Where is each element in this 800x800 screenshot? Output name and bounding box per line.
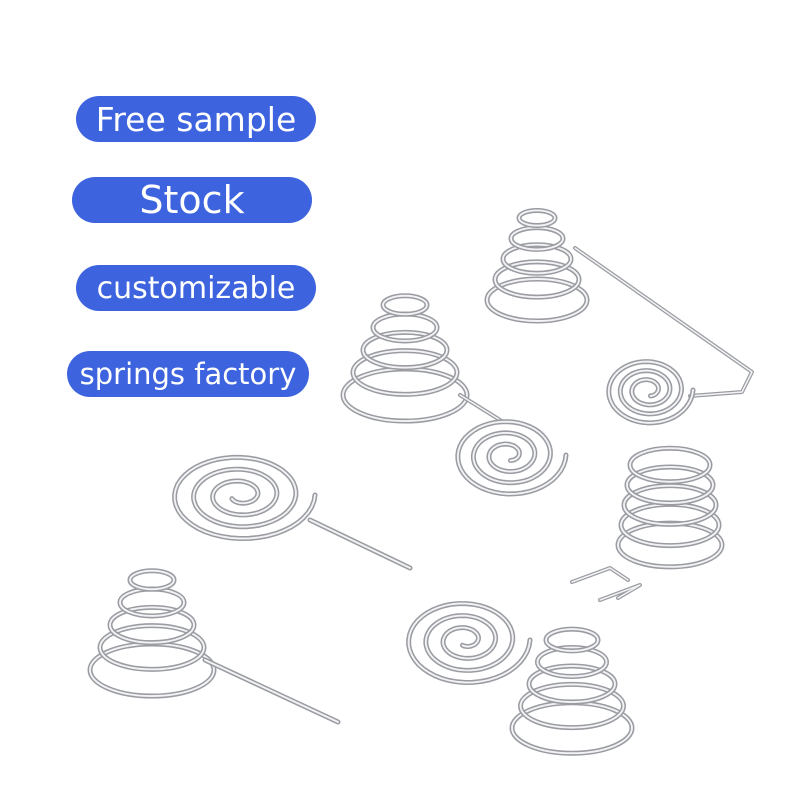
conical-spring-icon-coil xyxy=(526,663,618,705)
free-sample-label: Free sample xyxy=(95,99,297,139)
springs-factory-label: springs factory xyxy=(79,357,297,391)
conical-spring-icon-coil xyxy=(516,207,558,229)
customizable-label: customizable xyxy=(96,270,296,306)
wire-lead-icon xyxy=(202,657,341,725)
stock-badge: Stock xyxy=(72,177,312,223)
conical-spring-icon-coil xyxy=(340,366,470,424)
conical-spring-icon-coil xyxy=(509,700,635,756)
conical-spring-icon-coil xyxy=(492,259,582,300)
conical-spring-icon-coil xyxy=(350,348,460,397)
conical-spring-icon-coil xyxy=(508,225,566,252)
conical-spring-icon-coil xyxy=(127,568,177,592)
conical-spring-icon-coil xyxy=(518,681,626,731)
springs-factory-badge: springs factory xyxy=(67,351,309,397)
conical-spring-icon-coil xyxy=(97,623,207,672)
free-sample-badge: Free sample xyxy=(76,96,316,142)
conical-spring-icon-coil xyxy=(618,501,722,549)
conical-spring-icon-coil xyxy=(624,464,716,506)
flat-spiral-spring-icon xyxy=(606,359,696,426)
customizable-badge: customizable xyxy=(76,265,316,311)
wire-lead-icon xyxy=(458,393,502,422)
wire-lead-icon xyxy=(307,517,413,571)
conical-spring-icon-coil xyxy=(615,520,725,570)
conical-spring-icon-coil xyxy=(380,293,430,317)
flat-spiral-spring-icon xyxy=(406,601,533,685)
wire-lead-icon xyxy=(573,246,754,398)
conical-spring-icon-coil xyxy=(484,276,590,324)
flat-spiral-spring-icon xyxy=(172,454,318,541)
conical-spring-icon-coil xyxy=(543,626,601,654)
conical-spring-icon-coil xyxy=(627,445,713,485)
conical-spring-icon-coil xyxy=(621,483,719,527)
flat-spiral-spring-icon xyxy=(455,419,569,497)
conical-spring-icon-coil xyxy=(87,641,217,699)
stock-label: Stock xyxy=(139,178,245,222)
wire-lead-icon xyxy=(570,566,642,602)
conical-spring-icon-coil xyxy=(370,311,440,344)
conical-spring-icon-coil xyxy=(117,586,187,619)
